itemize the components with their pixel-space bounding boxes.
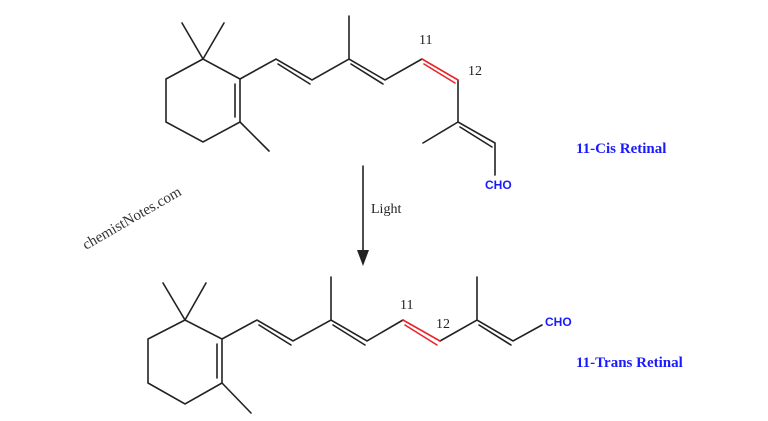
trans-label-11: 11 xyxy=(400,298,413,313)
trans-cho-group: CHO xyxy=(545,315,572,329)
trans-retinal-structure: 11 12 CHO xyxy=(147,276,572,414)
cis-retinal-label: 11-Cis Retinal xyxy=(576,141,666,157)
trans-ring xyxy=(147,319,223,405)
cis-chain-double-bonds xyxy=(277,63,493,148)
cis-cho-group: CHO xyxy=(485,178,512,192)
trans-ring-methyl xyxy=(221,382,252,414)
cis-label-11: 11 xyxy=(419,33,432,48)
cis-gem-methyls xyxy=(181,22,225,60)
cis-c11-c12-double-bond xyxy=(421,58,459,84)
cis-label-12: 12 xyxy=(468,64,482,79)
trans-chain-double-bonds xyxy=(258,324,512,346)
cis-ring xyxy=(165,58,241,143)
cis-retinal-structure: 11 12 CHO xyxy=(165,15,512,192)
trans-chain xyxy=(221,276,543,342)
trans-gem-methyls xyxy=(162,282,207,321)
cis-ring-methyl xyxy=(239,121,270,152)
cis-chain xyxy=(239,15,496,176)
trans-c11-c12-double-bond xyxy=(402,319,441,346)
watermark: chemistNotes.com xyxy=(80,184,185,254)
trans-label-12: 12 xyxy=(436,317,450,332)
light-label: Light xyxy=(371,202,401,217)
trans-retinal-label: 11-Trans Retinal xyxy=(576,355,683,371)
light-arrow xyxy=(357,165,369,266)
